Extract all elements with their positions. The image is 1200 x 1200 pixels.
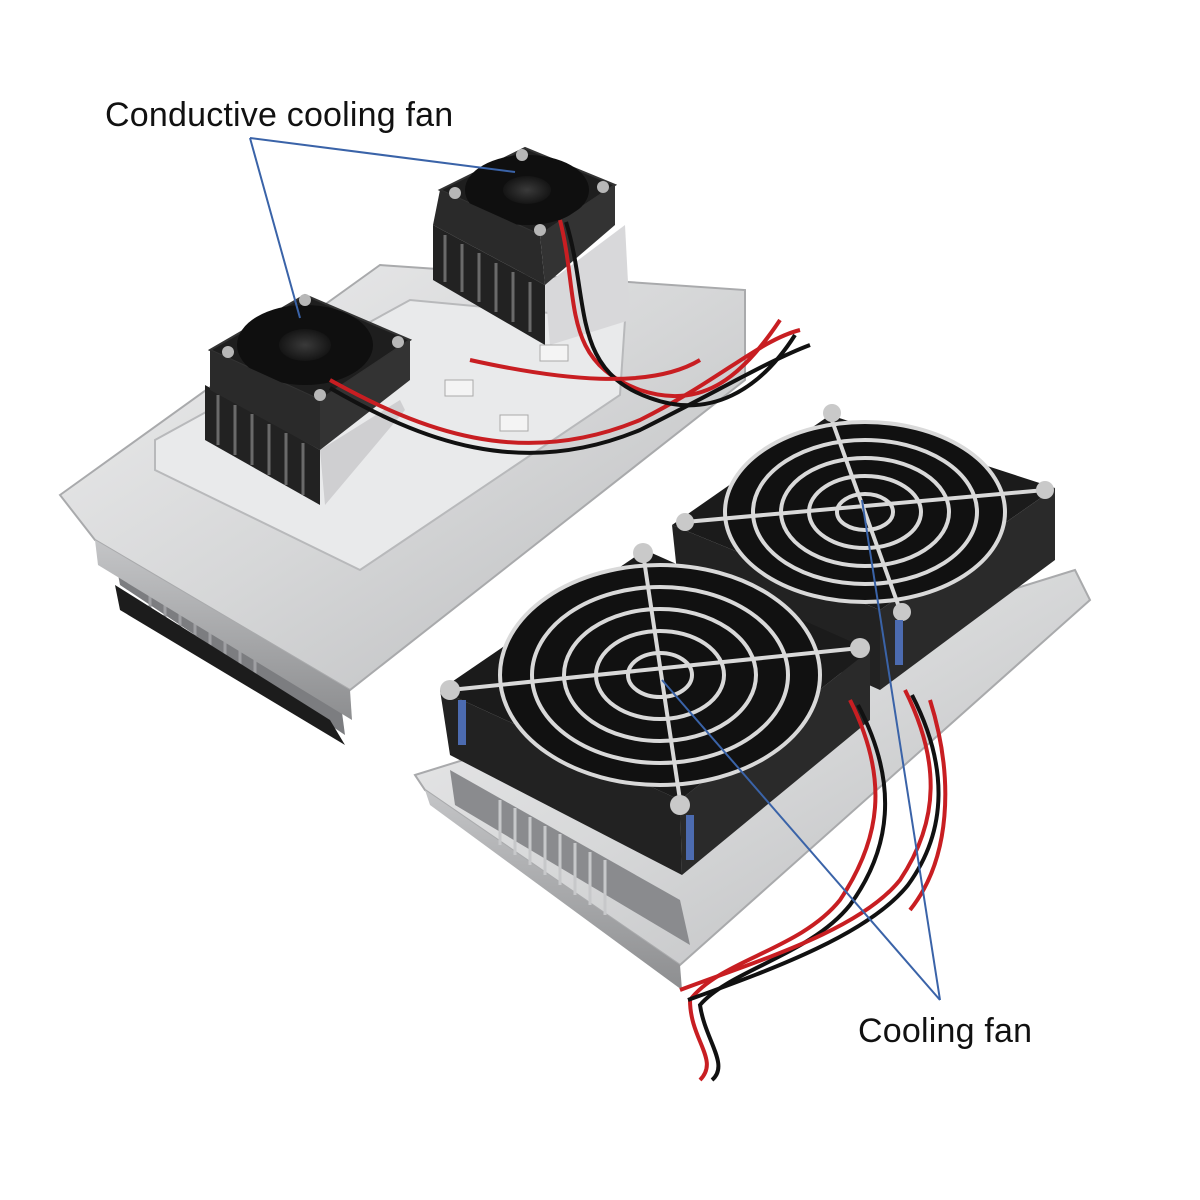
leader-line-cooling-front <box>661 679 941 1001</box>
left-unit-wires <box>328 219 811 455</box>
conductive-cooling-fan-label: Conductive cooling fan <box>105 96 454 134</box>
connector <box>444 379 474 397</box>
leader-line-conductive-front <box>249 137 301 319</box>
cooling-fan-label: Cooling fan <box>858 1012 1033 1050</box>
connector <box>499 414 529 432</box>
fan-guard-front <box>449 552 861 801</box>
connector <box>539 344 569 362</box>
fan-guard-back <box>684 414 1046 611</box>
leader-line-cooling-back <box>861 499 941 1001</box>
right-cooler-unit <box>413 404 1092 990</box>
callout-leader-lines <box>249 137 941 1001</box>
leader-line-conductive-back <box>249 137 516 173</box>
conductive-fan-front <box>205 293 413 505</box>
right-unit-wires <box>679 689 948 1082</box>
cooling-fan-front <box>440 543 903 875</box>
right-heatsink-fins <box>498 800 607 915</box>
conductive-fan-back <box>433 146 630 345</box>
